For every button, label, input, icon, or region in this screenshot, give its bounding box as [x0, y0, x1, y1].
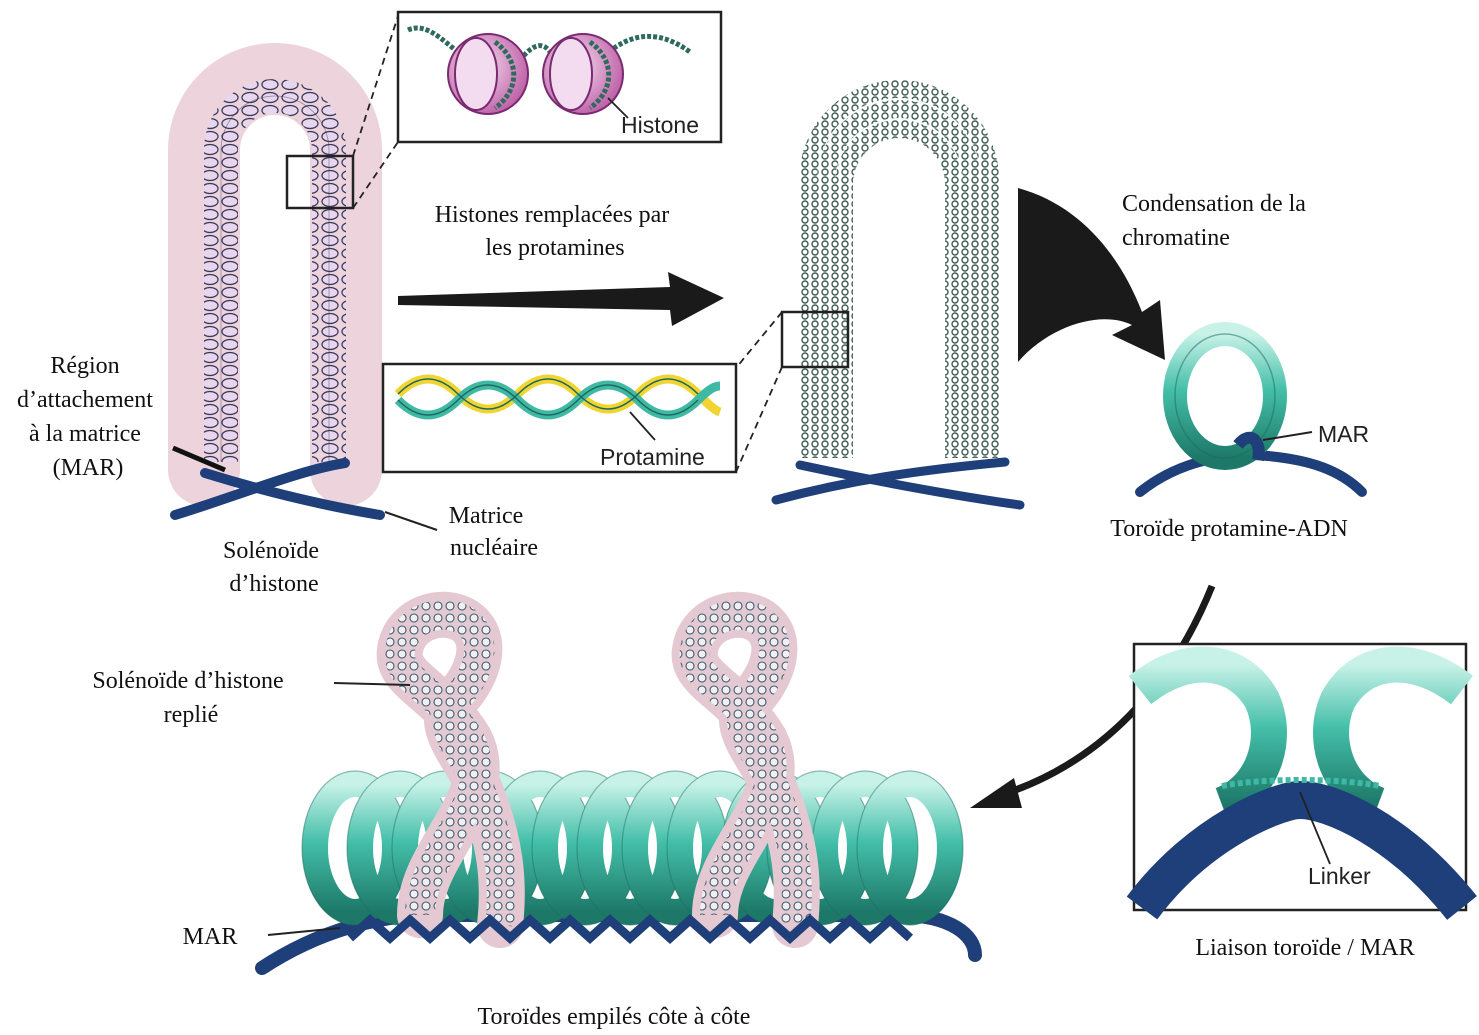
stacked-mar-label: MAR	[183, 924, 238, 950]
replacement-arrow	[398, 272, 724, 326]
histone-inset: Histone	[398, 12, 721, 142]
nuclear-matrix-label: Matrice nucléaire	[449, 503, 538, 561]
link-inset: Linker	[1134, 644, 1466, 910]
protamine-coil-inner	[844, 129, 954, 458]
single-toroid-figure: MAR	[1140, 334, 1369, 492]
stacking-arrow-head	[970, 778, 1022, 808]
stacked-toroids-figure	[262, 615, 975, 968]
replacement-label: Histones remplacées par les protamines	[435, 202, 676, 261]
toroid-mar-label: MAR	[1318, 421, 1369, 447]
toroid-label: Toroïde protamine-ADN	[1110, 516, 1348, 542]
solenoid-coil	[221, 96, 329, 462]
protamine-inset: Protamine	[383, 364, 736, 472]
histone-solenoid-label: Solénoïde d’histone	[223, 538, 325, 597]
condensation-label: Condensation de la chromatine	[1122, 191, 1312, 251]
histone-label: Histone	[621, 112, 699, 138]
link-caption-label: Liaison toroïde / MAR	[1195, 935, 1414, 961]
mar-region-label: Région d’attachement à la matrice (MAR)	[17, 353, 159, 481]
stacked-toroids-label: Toroïdes empilés côte à côte	[478, 1004, 751, 1030]
protamine-loop-figure	[736, 89, 1020, 505]
linker-label: Linker	[1308, 863, 1371, 889]
matrix-pointer-line	[385, 512, 437, 530]
protamine-label: Protamine	[600, 444, 705, 470]
folded-solenoid-label: Solénoïde d’histone replié	[92, 668, 289, 728]
